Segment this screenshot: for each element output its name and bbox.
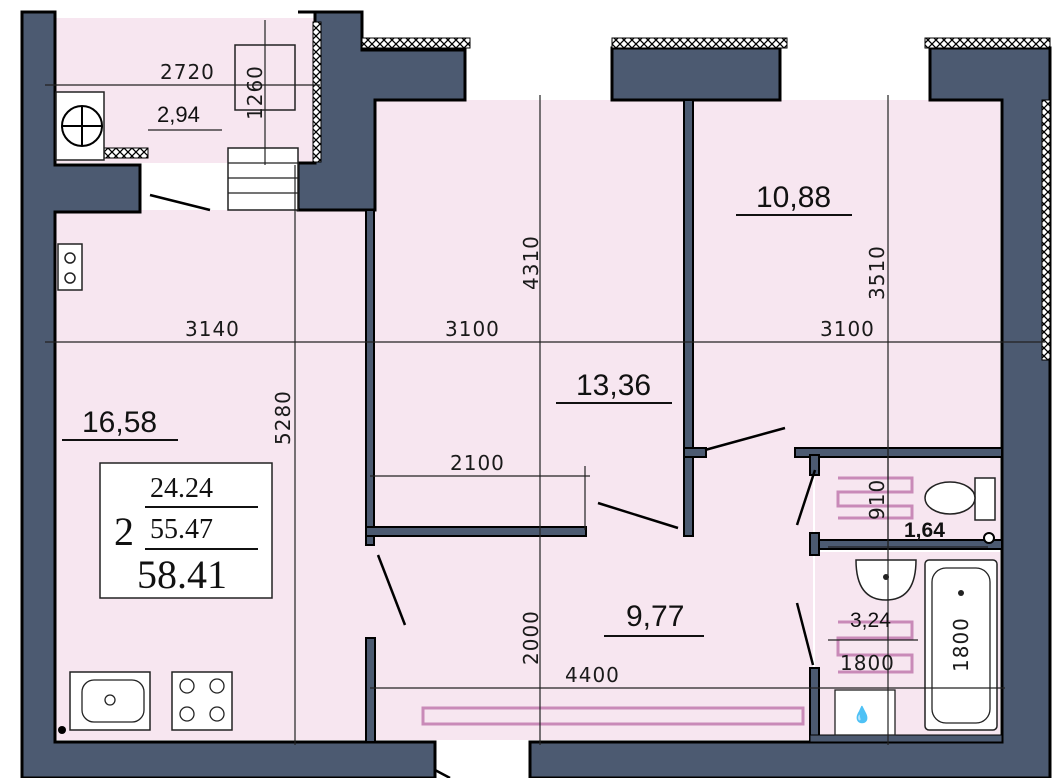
- door-toilet: [795, 469, 817, 526]
- heating-bath: [836, 620, 914, 674]
- door-balcony: [149, 193, 211, 212]
- sink-icon: [69, 671, 151, 731]
- dimension-lines: [45, 20, 1045, 745]
- area-bath: 3,24: [850, 609, 891, 632]
- summary-living-area: 24.24: [150, 473, 213, 504]
- kitchen-fixtures: [57, 243, 233, 734]
- window-north-1: [361, 37, 471, 49]
- summary-total-area: 55.47: [150, 514, 213, 545]
- window-north-2: [611, 37, 788, 49]
- window-east: [1041, 99, 1051, 361]
- dim-hall-depth: 2000: [519, 610, 543, 665]
- water-drops-icon: 💧: [852, 705, 872, 724]
- drain-pipe-icon: [58, 726, 66, 734]
- dim-tub-length: 1800: [949, 617, 973, 672]
- area-toilet: 1,64: [904, 519, 945, 542]
- heating-hall: [421, 706, 805, 726]
- burner-1: [179, 678, 195, 694]
- area-hall: 9,77: [626, 600, 684, 633]
- heating-marks: [421, 476, 914, 726]
- area-kitchen: 16,58: [82, 406, 157, 439]
- door-bedroom2: [704, 426, 786, 452]
- partition-bath-bottom: [809, 734, 1003, 743]
- outer-wall-north-mid: [610, 46, 782, 102]
- burner-4: [209, 706, 225, 722]
- toilet-bowl-icon: [924, 481, 976, 515]
- partition-bath-north: [794, 447, 1003, 458]
- area-bedroom1: 13,36: [576, 369, 651, 402]
- dim-hall-width: 4400: [565, 663, 620, 687]
- hall-floor: [373, 440, 813, 740]
- dim-kitchen-width: 3140: [185, 317, 240, 341]
- burner-2: [209, 678, 225, 694]
- heating-toilet: [836, 476, 914, 520]
- summary-total-with-balcony: 58.41: [137, 552, 227, 597]
- walls: [20, 10, 1052, 778]
- bedroom2-floor: [688, 100, 1000, 450]
- toilet-tank: [974, 477, 996, 521]
- bathtub-drain: [958, 590, 964, 596]
- bathtub-inner: [931, 567, 991, 724]
- area-bedroom2: 10,88: [756, 181, 831, 214]
- dim-bedroom2-width: 3100: [820, 317, 875, 341]
- summary-rooms-count: 2: [114, 509, 134, 554]
- toilet-drain-icon: [983, 532, 995, 544]
- partition-bedroom1-west: [365, 209, 375, 546]
- area-summary-box: 2 24.24 55.47 58.41: [99, 462, 273, 599]
- dim-bedroom1-length: 4310: [519, 235, 543, 290]
- dim-bedroom2-length: 3510: [865, 245, 889, 300]
- window-north-3: [924, 37, 1051, 49]
- dim-bath-width: 1800: [840, 651, 895, 675]
- sink-drain: [104, 694, 116, 706]
- dim-balcony-depth: 1260: [243, 65, 267, 120]
- door-kitchen: [376, 554, 407, 626]
- area-balcony: 2,94: [157, 102, 200, 127]
- washer-icon: [834, 689, 896, 736]
- stove-icon: [171, 671, 233, 731]
- sink-bowl: [81, 679, 145, 723]
- dim-balcony-width: 2720: [160, 60, 215, 84]
- balcony-steps: [227, 147, 299, 211]
- partition-hall-west: [365, 637, 376, 743]
- balcony-rail-bottom: [99, 147, 149, 159]
- dim-kitchen-length: 5280: [271, 390, 295, 445]
- outer-wall-west: [20, 10, 437, 778]
- socket-hole-1: [64, 252, 76, 264]
- partition-bedroom2-south: [683, 447, 707, 458]
- door-bath: [795, 602, 815, 666]
- balcony-fixtures: [55, 44, 299, 211]
- partition-bath-west-mid: [809, 532, 820, 556]
- dim-toilet-depth: 910: [865, 479, 889, 520]
- burner-3: [179, 706, 195, 722]
- door-entry: [434, 768, 451, 778]
- doors: [149, 193, 817, 778]
- partition-bedrooms: [683, 99, 694, 537]
- balcony-rail: [312, 21, 322, 163]
- partition-bath-west-bottom: [809, 667, 820, 743]
- dim-wardrobe-width: 2100: [450, 451, 505, 475]
- socket-hole-2: [64, 272, 76, 284]
- dim-bedroom1-width: 3100: [445, 317, 500, 341]
- door-bedroom1: [597, 501, 679, 530]
- partition-bedroom1-south: [365, 526, 587, 537]
